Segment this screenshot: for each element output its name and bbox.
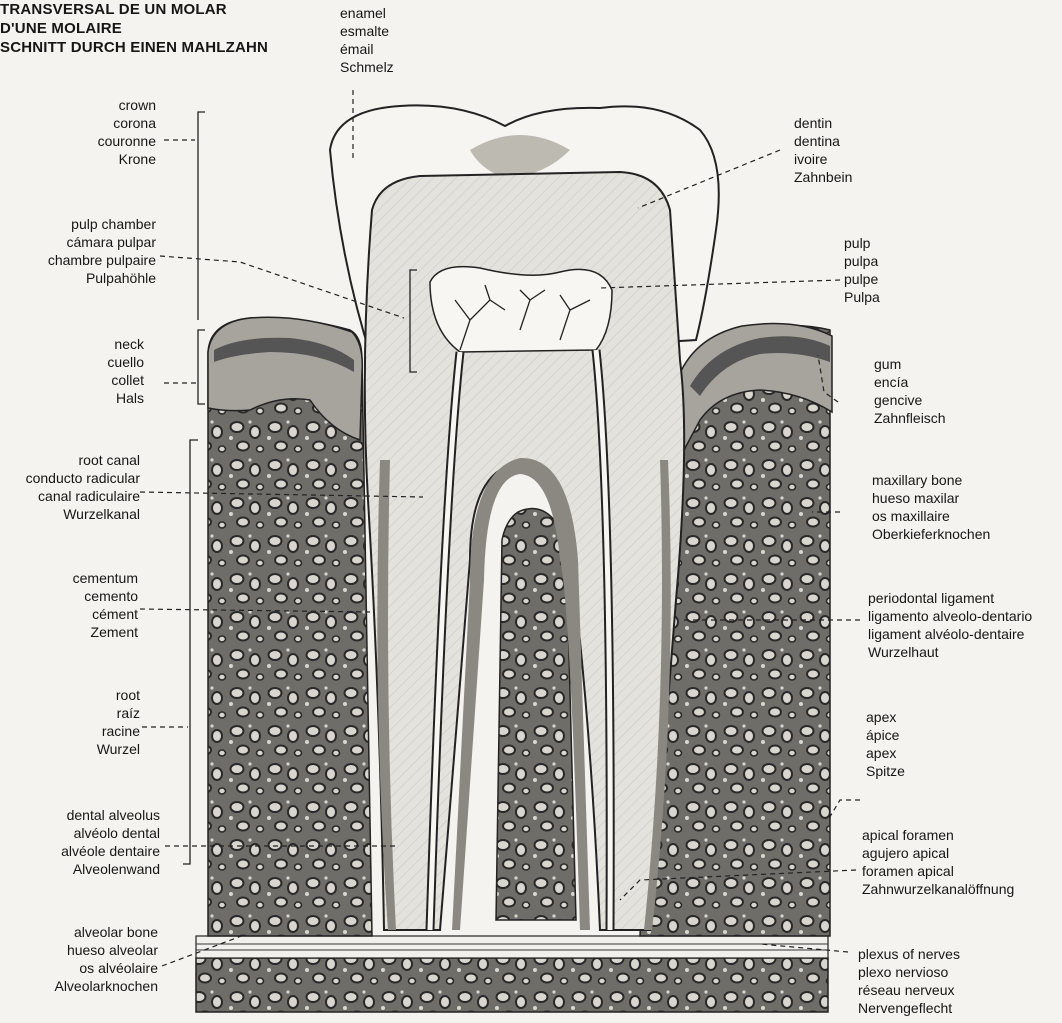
- label-line: enamel: [340, 4, 394, 22]
- label-line: racine: [97, 722, 140, 740]
- label-line: chambre pulpaire: [48, 251, 156, 269]
- label-line: ivoire: [794, 150, 852, 168]
- label-line: root: [97, 686, 140, 704]
- label-root-canal: root canal conducto radicular canal radi…: [26, 451, 140, 523]
- label-dental-alveolus: dental alveolus alvéolo dental alvéole d…: [61, 806, 160, 878]
- label-cementum: cementum cemento cément Zement: [73, 569, 138, 641]
- label-line: os alvéolaire: [54, 959, 158, 977]
- label-line: apex: [866, 744, 905, 762]
- label-line: Zement: [73, 623, 138, 641]
- label-line: agujero apical: [862, 844, 1014, 862]
- label-line: cuello: [107, 353, 144, 371]
- label-line: conducto radicular: [26, 469, 140, 487]
- label-line: Oberkieferknochen: [872, 525, 990, 543]
- label-line: émail: [340, 40, 394, 58]
- title-line-3: SCHNITT DURCH EINEN MAHLZAHN: [0, 38, 268, 57]
- alveolar-bone-band: [196, 958, 828, 1012]
- label-line: canal radiculaire: [26, 487, 140, 505]
- label-line: gum: [874, 355, 946, 373]
- label-apical-foramen: apical foramen agujero apical foramen ap…: [862, 826, 1014, 898]
- label-line: pulp: [844, 234, 880, 252]
- label-periodontal-ligament: periodontal ligament ligamento alveolo-d…: [868, 589, 1032, 661]
- title-line-2: D'UNE MOLAIRE: [0, 19, 268, 38]
- label-line: Hals: [107, 389, 144, 407]
- label-line: encía: [874, 373, 946, 391]
- label-line: Zahnfleisch: [874, 409, 946, 427]
- label-line: Krone: [98, 150, 156, 168]
- title-line-1: TRANSVERSAL DE UN MOLAR: [0, 0, 268, 19]
- label-line: alvéole dentaire: [61, 842, 160, 860]
- label-line: collet: [107, 371, 144, 389]
- label-line: Alveolenwand: [61, 860, 160, 878]
- label-line: pulp chamber: [48, 215, 156, 233]
- label-line: cemento: [73, 587, 138, 605]
- label-line: apex: [866, 708, 905, 726]
- label-line: neck: [107, 335, 144, 353]
- label-line: corona: [98, 114, 156, 132]
- label-line: pulpe: [844, 270, 880, 288]
- label-line: dental alveolus: [61, 806, 160, 824]
- label-line: hueso alveolar: [54, 941, 158, 959]
- label-maxillary-bone: maxillary bone hueso maxilar os maxillai…: [872, 471, 990, 543]
- label-alveolar-bone: alveolar bone hueso alveolar os alvéolai…: [54, 923, 158, 995]
- label-line: Zahnbein: [794, 168, 852, 186]
- label-line: plexo nervioso: [858, 963, 960, 981]
- label-line: plexus of nerves: [858, 945, 960, 963]
- label-line: Pulpa: [844, 288, 880, 306]
- label-apex: apex ápice apex Spitze: [866, 708, 905, 780]
- label-dentin: dentin dentina ivoire Zahnbein: [794, 114, 852, 186]
- label-line: dentina: [794, 132, 852, 150]
- label-line: crown: [98, 96, 156, 114]
- label-line: hueso maxilar: [872, 489, 990, 507]
- label-line: ligament alvéolo-dentaire: [868, 625, 1032, 643]
- label-line: Wurzelhaut: [868, 643, 1032, 661]
- label-line: alvéolo dental: [61, 824, 160, 842]
- label-line: apical foramen: [862, 826, 1014, 844]
- label-line: esmalte: [340, 22, 394, 40]
- label-line: Spitze: [866, 762, 905, 780]
- label-pulp-chamber: pulp chamber cámara pulpar chambre pulpa…: [48, 215, 156, 287]
- label-line: réseau nerveux: [858, 981, 960, 999]
- label-line: couronne: [98, 132, 156, 150]
- label-line: ápice: [866, 726, 905, 744]
- label-line: pulpa: [844, 252, 880, 270]
- label-line: Wurzelkanal: [26, 505, 140, 523]
- label-plexus-of-nerves: plexus of nerves plexo nervioso réseau n…: [858, 945, 960, 1017]
- label-enamel: enamel esmalte émail Schmelz: [340, 4, 394, 76]
- label-line: Zahnwurzelkanalöffnung: [862, 880, 1014, 898]
- label-pulp: pulp pulpa pulpe Pulpa: [844, 234, 880, 306]
- pulp-chamber: [430, 267, 612, 352]
- label-line: Schmelz: [340, 58, 394, 76]
- label-line: cementum: [73, 569, 138, 587]
- label-line: Alveolarknochen: [54, 977, 158, 995]
- label-line: os maxillaire: [872, 507, 990, 525]
- label-line: periodontal ligament: [868, 589, 1032, 607]
- label-line: alveolar bone: [54, 923, 158, 941]
- label-line: Pulpahöhle: [48, 269, 156, 287]
- label-gum: gum encía gencive Zahnfleisch: [874, 355, 946, 427]
- label-line: gencive: [874, 391, 946, 409]
- label-line: dentin: [794, 114, 852, 132]
- label-line: maxillary bone: [872, 471, 990, 489]
- label-line: foramen apical: [862, 862, 1014, 880]
- label-neck: neck cuello collet Hals: [107, 335, 144, 407]
- label-line: raíz: [97, 704, 140, 722]
- label-line: Nervengeflecht: [858, 999, 960, 1017]
- label-crown: crown corona couronne Krone: [98, 96, 156, 168]
- label-line: cément: [73, 605, 138, 623]
- label-root: root raíz racine Wurzel: [97, 686, 140, 758]
- label-line: root canal: [26, 451, 140, 469]
- page-title: TRANSVERSAL DE UN MOLAR D'UNE MOLAIRE SC…: [0, 0, 268, 57]
- label-line: cámara pulpar: [48, 233, 156, 251]
- label-line: Wurzel: [97, 740, 140, 758]
- label-line: ligamento alveolo-dentario: [868, 607, 1032, 625]
